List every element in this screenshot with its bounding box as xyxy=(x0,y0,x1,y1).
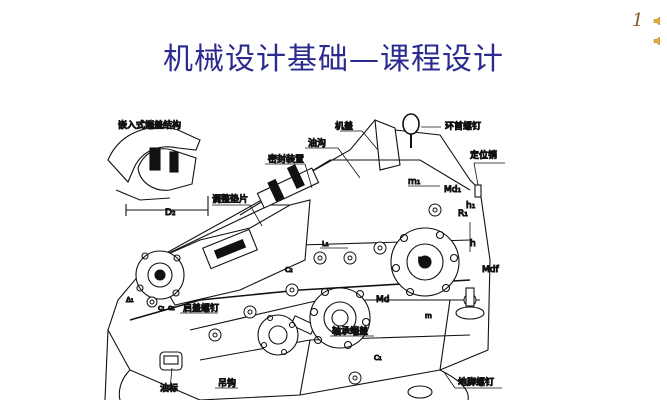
gearbox-drawing: 嵌入式端盖结构 机盖 油沟 密封装置 调整垫片 环首螺钉 定位销 启盖螺钉 轴承… xyxy=(104,113,505,400)
dim-C1: C₁ xyxy=(374,354,382,362)
label-lifting-eye-bolt: 环首螺钉 xyxy=(445,120,481,132)
dim-Mdf: Mdf xyxy=(482,265,499,275)
dim-Md: Md xyxy=(376,295,389,305)
embedded-cap-inset xyxy=(107,126,209,216)
dim-m: m xyxy=(425,312,432,320)
label-cover-screw: 启盖螺钉 xyxy=(183,302,219,314)
slide-title: 机械设计基础—课程设计 xyxy=(163,42,504,77)
dim-D1: D₁ xyxy=(418,256,426,264)
dim-c1: c₁ xyxy=(158,304,165,312)
label-bearing-cap: 轴承端盖 xyxy=(332,325,368,337)
gearbox-body xyxy=(104,113,491,400)
label-cover: 机盖 xyxy=(335,120,353,132)
label-hook: 吊钩 xyxy=(218,377,236,389)
dim-h: h xyxy=(470,239,476,249)
dim-delta1: Δ₁ xyxy=(126,296,134,304)
label-anchor-bolt: 地脚螺钉 xyxy=(458,376,494,388)
dim-D2: D₂ xyxy=(165,208,176,218)
page-number: 1 xyxy=(632,10,644,31)
label-locating-pin: 定位销 xyxy=(470,149,497,161)
leader-lines xyxy=(160,126,505,391)
label-shim: 调整垫片 xyxy=(212,193,248,205)
label-embedded-cap: 嵌入式端盖结构 xyxy=(118,119,181,131)
dim-m1: m₁ xyxy=(408,177,421,187)
dim-R1: R₁ xyxy=(458,209,468,219)
label-oil-gauge: 油标 xyxy=(160,382,178,394)
dim-c2: c₂ xyxy=(168,304,175,312)
dim-h1: h₁ xyxy=(466,201,476,211)
dim-Md1: Md₁ xyxy=(444,185,461,195)
dim-C2: C₂ xyxy=(285,266,293,274)
label-oil-groove: 油沟 xyxy=(308,137,326,149)
speaker-icon[interactable] xyxy=(653,16,663,26)
dim-L1: L₁ xyxy=(322,240,329,248)
label-seal: 密封装置 xyxy=(268,153,304,165)
speaker-icon[interactable] xyxy=(653,36,663,46)
